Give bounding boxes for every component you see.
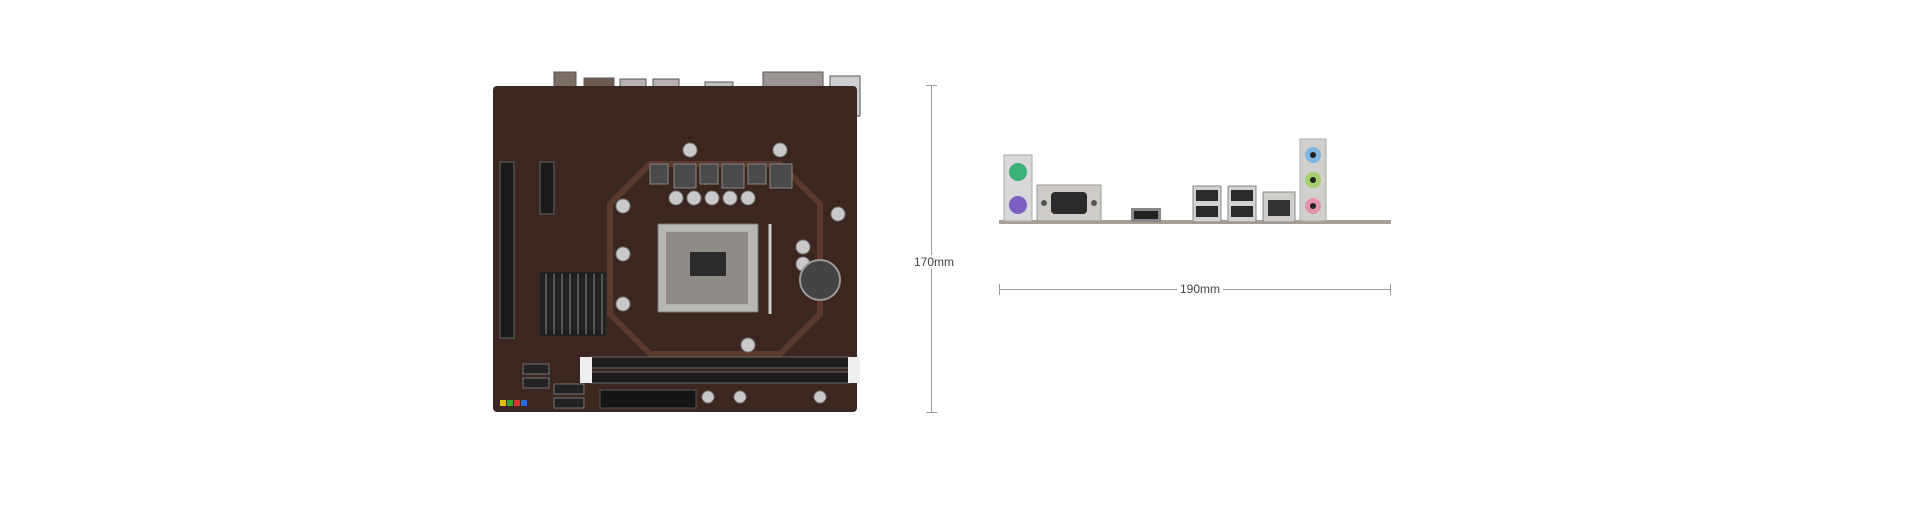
chipset-heatsink (540, 272, 606, 336)
vrm-section (649, 163, 793, 189)
height-dimension-label: 170mm (911, 255, 958, 269)
height-dimension-line (931, 85, 932, 412)
rear-io-panel (999, 138, 1391, 224)
motherboard-top-view (493, 71, 861, 412)
front-panel-header (500, 400, 527, 406)
dimm-slots (580, 356, 860, 384)
height-dimension-cap-top (926, 85, 937, 86)
width-dimension-cap-left (999, 284, 1000, 295)
ps2-ports (1003, 154, 1033, 222)
ps2-keyboard-port (1009, 196, 1027, 214)
pcie-x1-slot (539, 161, 555, 215)
sata-ports (522, 363, 585, 409)
cpu-socket (657, 223, 772, 314)
audio-jacks (1299, 138, 1327, 222)
vga-port (1036, 184, 1102, 222)
hdmi-port (1131, 208, 1161, 222)
width-dimension-cap-right (1390, 284, 1391, 295)
atx-power-connector (599, 389, 697, 409)
height-dimension-cap-bottom (926, 412, 937, 413)
pcie-x16-slot (499, 161, 515, 339)
capacitors (615, 142, 846, 404)
cmos-battery (799, 259, 841, 301)
ethernet-port (1262, 191, 1296, 223)
width-dimension-label: 190mm (1177, 282, 1224, 296)
ps2-mouse-port (1009, 163, 1027, 181)
usb-ports (1192, 185, 1257, 223)
